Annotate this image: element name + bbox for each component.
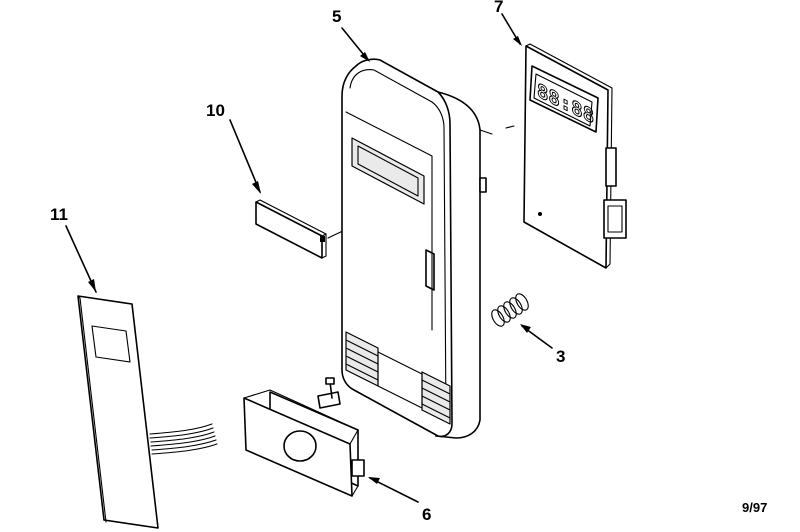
frame-vent-right xyxy=(421,371,451,425)
leader-arrowhead-11 xyxy=(88,279,96,292)
door-release-button xyxy=(283,430,317,462)
leader-arrowhead-10 xyxy=(252,181,261,194)
frame-display-opening xyxy=(351,137,425,205)
callout-6: 6 xyxy=(422,505,431,524)
door-release-button-assembly xyxy=(243,377,365,497)
date-code: 9/97 xyxy=(742,500,767,515)
board-lcd-frame xyxy=(529,65,599,133)
leader-line-10 xyxy=(229,119,261,193)
leader-arrowhead-6 xyxy=(368,477,380,484)
membrane-keypad xyxy=(77,295,218,529)
leader-arrowhead-5 xyxy=(360,52,370,62)
display-circuit-board: 88:88 xyxy=(523,43,627,269)
callout-7: 7 xyxy=(494,0,503,16)
leader-arrowhead-3 xyxy=(520,324,531,333)
frame-latch-slot xyxy=(425,249,435,291)
display-window-lens xyxy=(255,199,327,259)
callout-3: 3 xyxy=(556,347,565,366)
callout-10: 10 xyxy=(206,101,225,120)
frame-vent-left xyxy=(345,331,379,387)
coil-spring xyxy=(491,293,529,327)
keypad-ribbon-cable xyxy=(149,423,218,455)
assembly-line-5-to-7-b xyxy=(505,125,515,129)
assembly-line-5-to-7 xyxy=(479,129,493,135)
leader-arrowhead-7 xyxy=(513,36,522,46)
keypad-display-window xyxy=(91,325,131,363)
control-panel-frame xyxy=(341,58,487,439)
callout-11: 11 xyxy=(50,205,68,224)
callout-5: 5 xyxy=(332,7,341,26)
